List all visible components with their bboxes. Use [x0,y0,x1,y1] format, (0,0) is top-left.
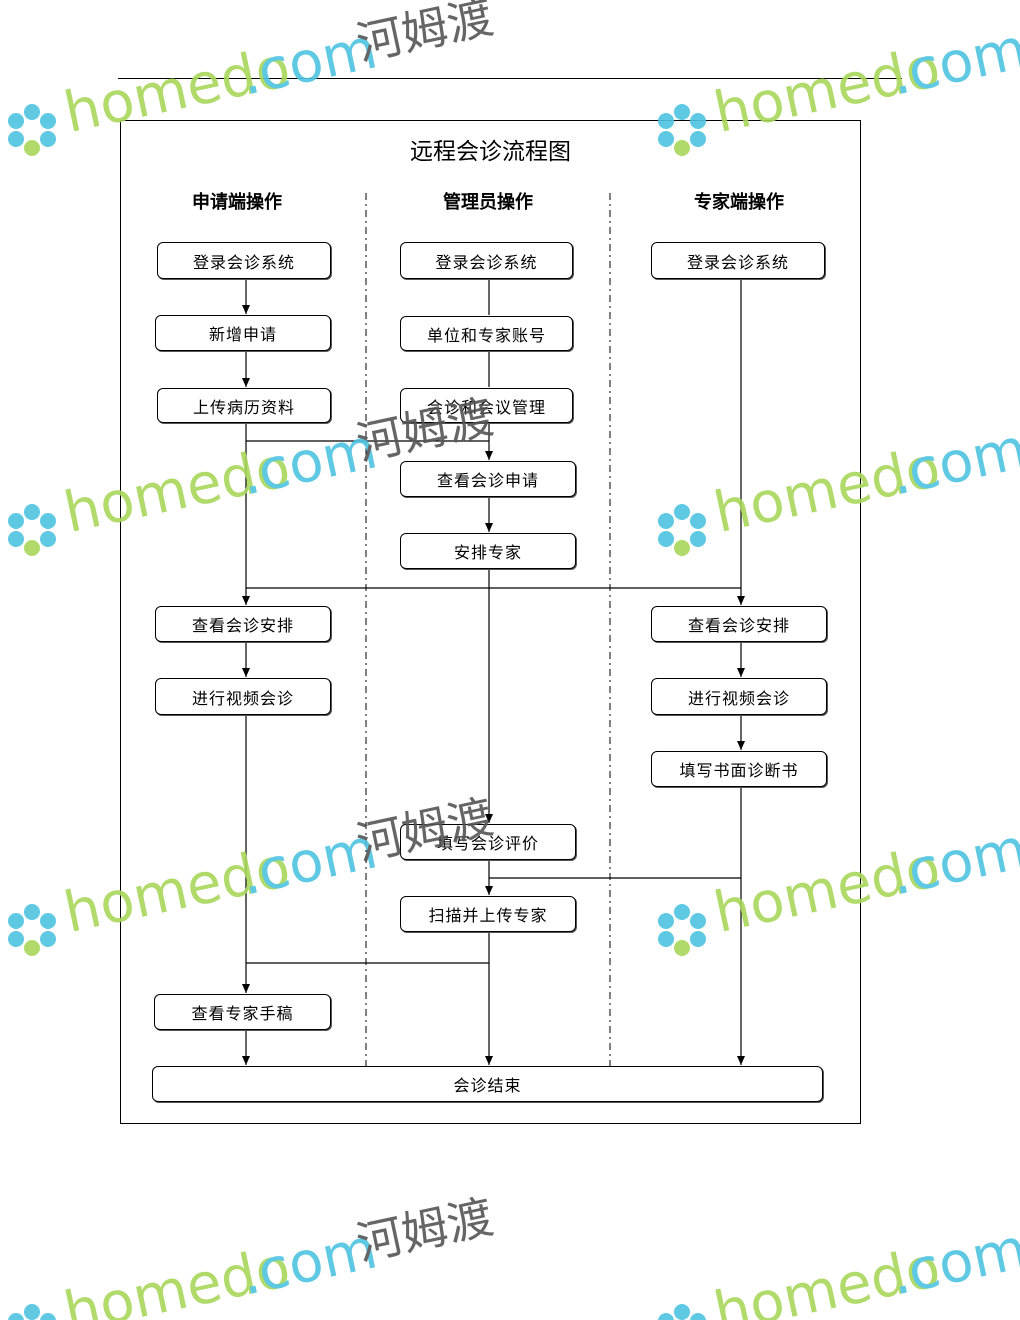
node-applicant-login: 登录会诊系统 [157,242,331,279]
node-upload-records: 上传病历资料 [157,388,331,423]
node-expert-view-arrangement: 查看会诊安排 [651,606,827,642]
node-arrange-expert: 安排专家 [400,533,576,569]
column-header-applicant: 申请端操作 [192,192,282,213]
column-header-expert: 专家端操作 [694,192,784,213]
node-written-diagnosis: 填写书面诊断书 [651,751,827,787]
node-applicant-video-consult: 进行视频会诊 [155,678,331,715]
node-consult-end: 会诊结束 [152,1066,823,1102]
diagram-title: 远程会诊流程图 [410,139,571,165]
column-header-admin: 管理员操作 [443,192,533,213]
node-consult-meeting-manage: 会诊和会议管理 [400,388,573,423]
node-unit-expert-accounts: 单位和专家账号 [400,316,573,351]
node-view-consult-request: 查看会诊申请 [400,461,576,497]
node-fill-evaluation: 填写会诊评价 [400,824,576,860]
node-expert-login: 登录会诊系统 [651,242,825,279]
node-admin-login: 登录会诊系统 [400,242,573,279]
node-scan-upload-expert: 扫描并上传专家 [400,896,576,932]
diagram-frame [120,120,861,1124]
node-applicant-view-arrangement: 查看会诊安排 [155,606,331,642]
node-view-expert-manuscript: 查看专家手稿 [154,994,331,1030]
node-expert-video-consult: 进行视频会诊 [651,678,827,715]
top-rule [118,78,902,79]
node-new-application: 新增申请 [155,315,331,351]
